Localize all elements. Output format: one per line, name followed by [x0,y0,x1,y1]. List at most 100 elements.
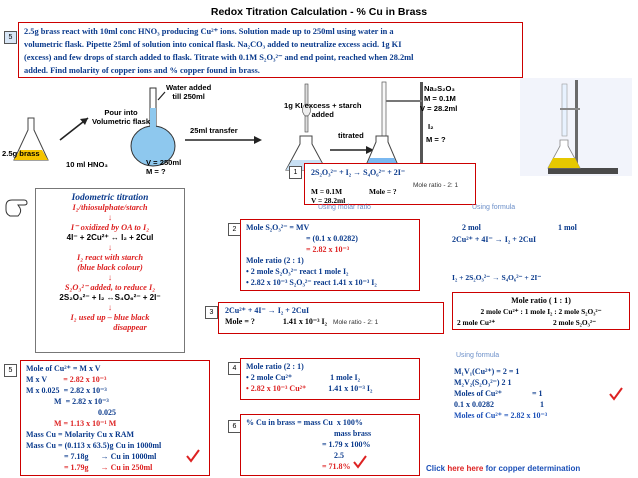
iodometric-panel: Iodometric titration I₂/thiosulphate/sta… [35,188,185,353]
iodometric-step: (blue black colour) [77,263,143,272]
equation-box: 2S₂O₃²⁻ + I₂ → S₄O₆²⁻ + 2I⁻ Mole ratio -… [304,163,476,205]
calc-value: = 7.18g [64,452,89,461]
calc-line: Mass Cu = Molarity Cu x RAM [26,430,135,439]
pour-label: Pour into Volumetric flask [91,108,151,126]
molarity-result: M = 1.13 x 10⁻¹ M [54,419,117,428]
ratio-line: 2 mole Cu²⁺ 2 mole S₂O₃²⁻ [457,317,625,328]
arrow-down-icon: ↓ [107,213,113,222]
box2-line: • 2.82 x 10⁻³ S₂O₃²⁻ react 1.41 x 10⁻³ I… [246,278,377,287]
formula-label: Moles of Cu²⁺ [454,389,502,398]
ratio-title: Mole ratio ( 1 : 1) [511,296,571,305]
calc-label: → Cu in 1000ml [100,452,157,461]
calc-line: Mass Cu = (0.113 x 63.5)g Cu in 1000ml [26,441,162,450]
mole-ratio-box: Mole ratio ( 1 : 1) 2 mole Cu²⁺ : 1 mole… [452,292,630,330]
footer-link-row: Click here here for copper determination [426,464,580,473]
mole-ratio-label: Mole ratio - 2: 1 [333,319,379,326]
mole-ratio-label: Mole ratio - 2: 1 [413,182,459,189]
volume-value: V = 28.2ml [311,196,346,205]
step-number-badge: 6 [228,420,241,433]
calc-label: M [54,397,62,406]
right-top-mol: 2 mol [462,223,481,232]
iodometric-step: disappear [113,323,147,332]
calc-value: = 2.82 x 10⁻³ [63,375,107,384]
iodometric-title: Iodometric titration [71,193,149,203]
arrow-down-icon: ↓ [107,303,113,312]
pointing-hand-icon [5,199,28,217]
footer-pre: Click [426,464,448,473]
formula-line: M₂V₂(S₂O₃²⁻) 2 1 [454,378,512,387]
burette-volume-label: V = 28.2ml [420,104,458,113]
arrow-down-icon: ↓ [107,243,113,252]
footer-post: for copper determination [483,464,581,473]
checkmark-icon [353,455,367,469]
copper-equation-box: 2Cu²⁺ + 4I⁻ → I₂ + 2CuI Mole = ? 1.41 x … [218,302,444,334]
calc-line: Mole of Cu²⁺ = M x V [26,364,101,373]
percent-formula: % Cu in brass = mass Cu [246,418,333,427]
box2-line: = (0.1 x 0.0282) [306,234,358,243]
formula-value: 1 [540,400,544,409]
water-label: Water added till 250ml [166,83,212,101]
thiosulphate-mole-box: Mole S₂O₃²⁻ = MV = (0.1 x 0.0282) = 2.82… [240,219,420,291]
formula-result: Moles of Cu²⁺ = 2.82 x 10⁻³ [454,411,548,420]
formula-value: = 1 [531,389,543,398]
iodine-molarity-label: M = ? [426,135,446,144]
titration-apparatus-photo [520,78,632,176]
step-number-badge: 1 [289,166,302,179]
box2-line: Mole S₂O₃²⁻ = MV [246,223,310,232]
arrow-down-icon: ↓ [107,273,113,282]
burette-molarity-label: M = 0.1M [424,94,456,103]
burette-icon [363,81,401,171]
box4-cu: • 2.82 x 10⁻³ Cu²⁺ [246,384,307,393]
page-title: Redox Titration Calculation - % Cu in Br… [210,6,428,18]
iodometric-step: I₂ used up – blue black [70,313,150,322]
step-number-badge: 5 [4,364,17,377]
transfer-label: 25ml transfer [190,126,238,135]
calc-label: M x V [26,375,48,384]
ratio-s2o3: 2 mole S₂O₃²⁻ [553,318,596,327]
iodine-mole-value: 1.41 x 10⁻³ I₂ [282,317,328,326]
iodometric-equation: 2S₂O₃²⁻ + I₂ ↔S₄O₆²⁻ + 2I⁻ [59,293,161,302]
box4-i2: 1 mole I₂ [330,373,361,382]
calc-denominator: 0.025 [98,408,116,417]
ratio-cu: 2 mole Cu²⁺ [457,318,496,327]
molarity-value: M = 0.1M [311,187,343,196]
copper-mole-ratio-box: Mole ratio (2 : 1) • 2 mole Cu²⁺1 mole I… [240,358,420,400]
formula-hint: Using formula [456,352,500,359]
molarity-calculation-box: Mole of Cu²⁺ = M x V M x V= 2.82 x 10⁻³ … [20,360,210,476]
pipette-icon [302,83,311,133]
percent-denominator: mass brass [334,429,372,438]
box4-i2: 1.41 x 10⁻³ I₂ [328,384,373,393]
apparatus-diagram [13,78,632,176]
hno3-label: 10 ml HNO₃ [66,160,108,169]
box2-line: • 2 mole S₂O₃²⁻ react 1 mole I₂ [246,267,349,276]
checkmark-icon [609,387,623,401]
iodometric-step: S₂O₃²⁻ added, to reduce I₂ [64,283,156,292]
ki-label: 1g KI excess + starch added [284,101,362,119]
step-number-badge: 5 [4,31,17,44]
brass-label: 2.5g brass [2,149,40,158]
volumetric-flask-icon [130,87,176,167]
formula-label: 0.1 x 0.0282 [454,400,494,409]
calc-value: = 1.79g [64,463,89,472]
ratio-line: 2 mole Cu²⁺ : 1 mole I₂ : 2 mole S₂O₃²⁻ [480,307,602,316]
right-top-equation: 2Cu²⁺ + 4I⁻ → I₂ + 2CuI [452,235,537,244]
iodometric-step: I⁻ oxidized by OA to I₂ [70,223,150,232]
copper-determination-link[interactable]: here here [447,464,484,473]
right-top-mol: 1 mol [558,223,577,232]
right-top-equation: I₂ + 2S₂O₃²⁻ → S₄O₆²⁻ + 2I⁻ [452,273,542,282]
iodometric-subtitle: I₂/thiosulphate/starch [72,203,148,212]
calc-label: → Cu in 250ml [100,463,153,472]
step-number-badge: 2 [228,223,241,236]
mole-unknown: Mole = ? [369,187,397,196]
mole-unknown: Mole = ? [225,317,255,326]
calc-value: = 2.82 x 10⁻³ [63,386,107,395]
checkmark-icon [186,449,200,463]
step-number-badge: 3 [205,306,218,319]
formula-hint: Using formula [472,204,516,211]
problem-line: (excess) and few drops of starch added t… [24,53,414,62]
box4-cu: • 2 mole Cu²⁺ [246,373,293,382]
percent-calc: = 1.79 x 100% [322,440,371,449]
problem-line: 2.5g brass react with 10ml conc HNO₃ pro… [24,27,394,36]
calc-value: = 2.82 x 10⁻³ [65,397,109,406]
